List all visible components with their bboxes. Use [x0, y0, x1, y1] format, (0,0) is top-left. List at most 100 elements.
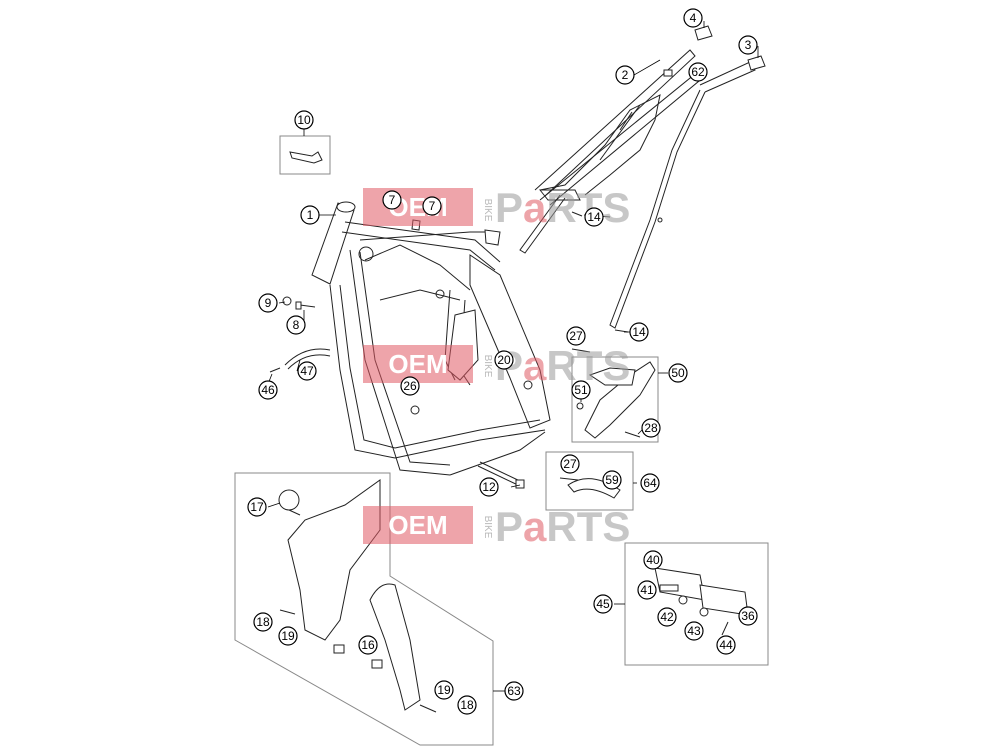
main-frame	[311, 201, 551, 476]
callout-16: 16	[358, 635, 378, 655]
callout-27a: 27	[566, 326, 586, 346]
screw-14a	[571, 211, 583, 217]
washer-43	[699, 607, 709, 617]
svg-text:BIKE: BIKE	[482, 355, 493, 378]
callout-51: 51	[571, 380, 591, 400]
pin-41	[659, 584, 679, 592]
watermark-middle: OEM BIKE PaRTS	[363, 342, 630, 389]
svg-text:64: 64	[643, 476, 657, 490]
svg-text:44: 44	[719, 638, 733, 652]
pin-44	[721, 621, 729, 636]
group-box-50	[571, 356, 659, 443]
nut-9	[282, 296, 292, 306]
callout-28: 28	[641, 418, 661, 438]
callout-36: 36	[738, 606, 758, 626]
watermark-top: OEM BIKE PaRTS	[363, 184, 630, 231]
svg-text:BIKE: BIKE	[482, 516, 493, 539]
svg-text:12: 12	[482, 480, 496, 494]
callout-27b: 27	[560, 454, 580, 474]
callout-9: 9	[258, 293, 278, 313]
callout-64: 64	[640, 473, 660, 493]
svg-text:4: 4	[690, 11, 697, 25]
svg-text:47: 47	[300, 364, 314, 378]
svg-text:50: 50	[671, 366, 685, 380]
callout-20: 20	[494, 350, 514, 370]
svg-text:3: 3	[745, 38, 752, 52]
callout-44: 44	[716, 635, 736, 655]
nut-51	[576, 402, 584, 410]
screw-18a	[279, 609, 296, 615]
svg-text:18: 18	[256, 615, 270, 629]
clamp-17	[278, 489, 301, 516]
svg-text:63: 63	[507, 684, 521, 698]
svg-text:7: 7	[429, 199, 436, 213]
end-cap-3	[747, 55, 766, 71]
svg-text:27: 27	[563, 457, 577, 471]
callout-45: 45	[593, 594, 613, 614]
svg-text:1: 1	[307, 208, 314, 222]
callout-1: 1	[300, 205, 320, 225]
screw-18b	[419, 704, 437, 713]
svg-text:26: 26	[403, 379, 417, 393]
group-box-10	[279, 135, 331, 175]
callout-62: 62	[688, 62, 708, 82]
callout-8: 8	[286, 315, 306, 335]
svg-text:PaRTS: PaRTS	[495, 342, 630, 389]
chain-guide-50	[584, 361, 656, 439]
svg-text:9: 9	[265, 296, 272, 310]
bolt-12	[477, 461, 525, 489]
callout-10: 10	[294, 110, 314, 130]
watermark-bottom: OEM BIKE PaRTS	[363, 503, 630, 550]
callout-14a: 14	[584, 207, 604, 227]
svg-text:62: 62	[691, 65, 705, 79]
svg-text:51: 51	[574, 383, 588, 397]
svg-text:18: 18	[460, 698, 474, 712]
end-cap-4	[694, 25, 713, 41]
svg-text:14: 14	[632, 325, 646, 339]
svg-text:46: 46	[261, 383, 275, 397]
fitting-46	[269, 367, 281, 373]
callout-42: 42	[657, 607, 677, 627]
callout-17: 17	[247, 497, 267, 517]
screw-8	[295, 301, 316, 310]
svg-text:2: 2	[622, 68, 629, 82]
callouts: 1 2 3 4 62 10 7 7 14 14 9 8 47 46 20 26 …	[247, 8, 758, 715]
callout-46: 46	[258, 380, 278, 400]
subframe	[519, 49, 756, 329]
callout-50: 50	[668, 363, 688, 383]
svg-text:8: 8	[293, 318, 300, 332]
svg-text:41: 41	[640, 583, 654, 597]
callout-18a: 18	[253, 612, 273, 632]
callout-47: 47	[297, 361, 317, 381]
bush-62	[663, 69, 673, 77]
group-box-64	[545, 451, 634, 511]
callout-7b: 7	[422, 196, 442, 216]
callout-14b: 14	[629, 322, 649, 342]
callout-4: 4	[683, 8, 703, 28]
callout-26: 26	[400, 376, 420, 396]
svg-text:45: 45	[596, 597, 610, 611]
svg-text:19: 19	[437, 683, 451, 697]
callout-2: 2	[615, 65, 635, 85]
svg-text:7: 7	[389, 193, 396, 207]
spring-42	[678, 595, 688, 605]
footrest-40	[654, 567, 706, 601]
callout-7a: 7	[382, 190, 402, 210]
callout-43: 43	[684, 621, 704, 641]
svg-text:43: 43	[687, 624, 701, 638]
clip-10	[289, 151, 323, 164]
svg-text:OEM: OEM	[388, 349, 447, 379]
svg-text:27: 27	[569, 329, 583, 343]
frame-guard-left	[287, 479, 381, 641]
svg-text:PaRTS: PaRTS	[495, 503, 630, 550]
frame-guard-right	[369, 583, 421, 711]
svg-text:PaRTS: PaRTS	[495, 184, 630, 231]
screw-28	[624, 431, 641, 438]
svg-text:10: 10	[297, 113, 311, 127]
svg-text:OEM: OEM	[388, 510, 447, 540]
callout-18b: 18	[457, 695, 477, 715]
svg-text:20: 20	[497, 353, 511, 367]
callout-19a: 19	[278, 626, 298, 646]
svg-text:28: 28	[644, 421, 658, 435]
callout-12: 12	[479, 477, 499, 497]
